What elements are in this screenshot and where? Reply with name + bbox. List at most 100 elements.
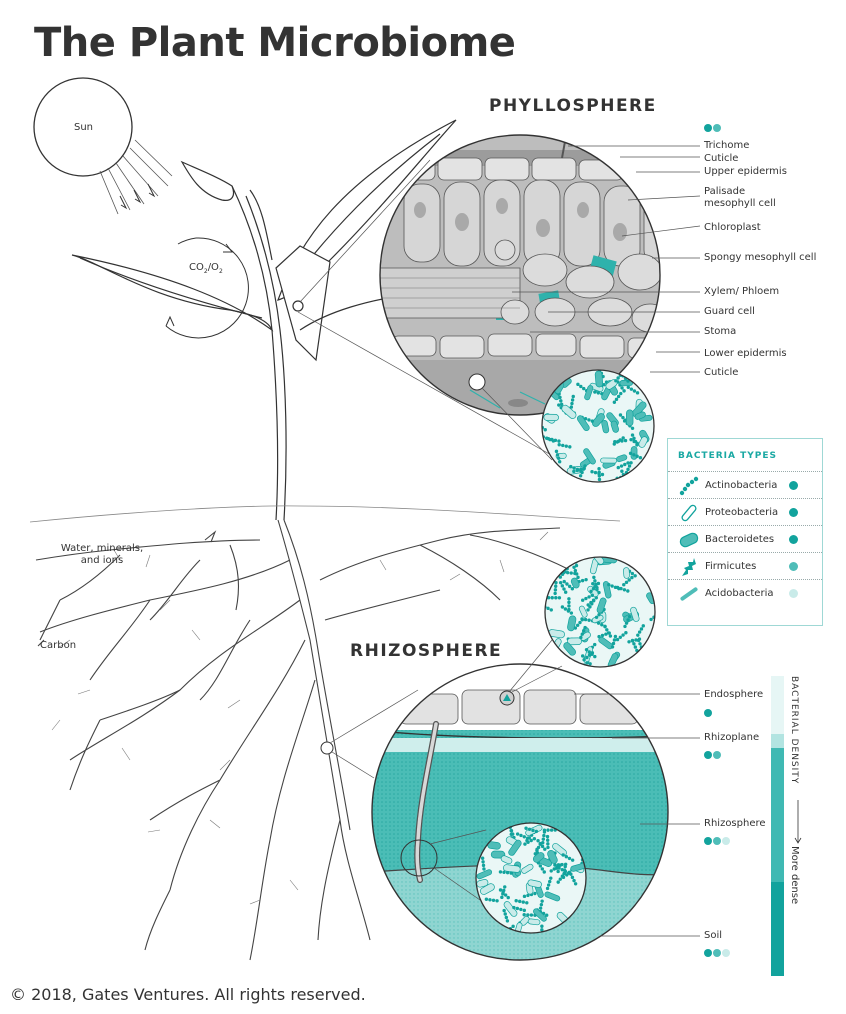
bacterium-chain-link bbox=[632, 453, 636, 457]
bacterium-chain-link bbox=[560, 605, 565, 609]
bacterium-chain-link bbox=[575, 468, 580, 473]
bacterium-chain-link bbox=[621, 633, 625, 637]
bacterium-chain-link bbox=[593, 579, 597, 583]
bacterium-chain-link bbox=[632, 436, 636, 441]
bacterium-chain-link bbox=[592, 599, 596, 603]
bacterium-chain-link bbox=[554, 596, 558, 600]
legend-name: Acidobacteria bbox=[705, 588, 774, 599]
bacterium-chain-link bbox=[560, 868, 564, 872]
bacterium-chain-link bbox=[637, 630, 642, 634]
bacterium-chain-link bbox=[630, 426, 635, 430]
bacterium-chain-link bbox=[629, 387, 634, 391]
bacterium-chain-link bbox=[551, 439, 556, 443]
bacterium-chain-link bbox=[518, 899, 522, 904]
rhizosphere-leader-lines bbox=[574, 693, 700, 937]
bacterium-chain-link bbox=[597, 466, 601, 471]
bacterium-chain-link bbox=[553, 863, 557, 867]
bacterium-chain-link bbox=[560, 874, 565, 878]
bacterium-chain-link bbox=[577, 668, 580, 671]
bacterium-chain-link bbox=[593, 654, 597, 659]
rod-bacteria-icon bbox=[681, 504, 697, 522]
bacterium-chain-link bbox=[626, 618, 630, 622]
bacterium-chain-link bbox=[560, 572, 565, 577]
bacterium-chain-link bbox=[545, 886, 550, 891]
bacterium-chain-link bbox=[607, 583, 611, 587]
bacterium bbox=[638, 436, 648, 448]
bacterium-chain-link bbox=[637, 637, 642, 641]
density-dot bbox=[713, 949, 721, 957]
bacterium-chain-link bbox=[563, 607, 568, 611]
bacterium-chain-link bbox=[570, 401, 574, 406]
gas-exchange-label: CO2/O2 bbox=[189, 262, 223, 278]
bacterium bbox=[576, 415, 590, 432]
label-palisade-mesophyll: Palisade mesophyll cell bbox=[704, 186, 776, 209]
bacterium-chain-link bbox=[558, 575, 563, 579]
bacterium-chain-link bbox=[514, 898, 518, 903]
bacterium-chain-link bbox=[543, 847, 547, 851]
bacterium-chain-link bbox=[607, 631, 611, 635]
bacterium-chain-link bbox=[562, 587, 566, 591]
bacterium-chain-link bbox=[586, 608, 590, 612]
label-cuticle-lower: Cuticle bbox=[704, 367, 739, 378]
legend-row-acidobacteria: Acidobacteria bbox=[668, 579, 822, 607]
bacterium-chain-link bbox=[634, 638, 638, 642]
bacterium-chain-link bbox=[590, 469, 594, 474]
bacterium-chain-link bbox=[614, 379, 618, 383]
bacterium-chain-link bbox=[590, 419, 595, 423]
bacterium-chain-link bbox=[570, 875, 575, 880]
bacterium-chain-link bbox=[588, 605, 592, 609]
bacterium-chain-link bbox=[565, 582, 569, 586]
bacterium-chain-link bbox=[524, 826, 528, 830]
bacterium-chain-link bbox=[540, 867, 545, 871]
density-segment bbox=[771, 676, 784, 734]
bacterium-chain-link bbox=[506, 895, 510, 900]
bacterium-chain-link bbox=[560, 862, 564, 867]
bacterium-chain-link bbox=[633, 645, 638, 649]
bacterium-chain-link bbox=[618, 438, 622, 442]
bacterium-chain-link bbox=[559, 402, 564, 407]
bacterium-chain-link bbox=[615, 637, 620, 642]
bacterium-chain-link bbox=[563, 869, 568, 874]
bacterium-chain-link bbox=[621, 415, 625, 420]
bacterium-chain-link bbox=[503, 893, 508, 897]
bacterium-chain-link bbox=[587, 650, 591, 654]
label-rhizosphere-zone: Rhizosphere bbox=[704, 818, 766, 829]
density-dot bbox=[704, 949, 712, 957]
bacterium-chain-link bbox=[580, 578, 585, 583]
bacterium bbox=[563, 642, 576, 656]
bacterium-chain-link bbox=[554, 580, 558, 585]
bacterium bbox=[570, 862, 586, 872]
bacterium-chain-link bbox=[548, 879, 552, 884]
bacterium-chain-link bbox=[610, 584, 614, 588]
bacterium-chain-link bbox=[588, 662, 592, 666]
bacterium-chain-link bbox=[522, 894, 527, 899]
bacterium-chain-link bbox=[635, 454, 639, 458]
bacterium-chain-link bbox=[553, 584, 558, 588]
bacterium-chain-link bbox=[567, 584, 572, 589]
bacterium-chain-link bbox=[624, 580, 629, 585]
bacterium-chain-link bbox=[484, 897, 489, 901]
bacterium-chain-link bbox=[527, 836, 531, 840]
bacterium-chain-link bbox=[546, 606, 550, 611]
bacterium-chain-link bbox=[538, 864, 543, 868]
bacterium-chain-link bbox=[579, 467, 583, 472]
bacterium-chain-link bbox=[613, 634, 618, 639]
phyllosphere-bacteria-zoom bbox=[541, 369, 655, 483]
bacterium bbox=[602, 581, 612, 599]
bacterium-chain-link bbox=[622, 389, 626, 393]
bacterium-chain-link bbox=[576, 575, 580, 580]
bacterium-chain-link bbox=[617, 586, 621, 591]
gas-co: CO bbox=[189, 262, 204, 273]
bacterium-chain-link bbox=[569, 405, 574, 409]
bacterium-chain-link bbox=[553, 591, 557, 596]
bacterium bbox=[594, 370, 604, 388]
label-upper-epidermis: Upper epidermis bbox=[704, 166, 787, 177]
bacterium-chain-link bbox=[545, 834, 550, 839]
bacterium-chain-link bbox=[639, 627, 644, 631]
bacterium-chain-link bbox=[564, 854, 569, 859]
bacterium-chain-link bbox=[649, 617, 653, 622]
bacterium-chain-link bbox=[569, 611, 574, 615]
bacterium bbox=[533, 908, 547, 922]
thin-rod-bacteria-icon bbox=[680, 587, 698, 601]
bacterium-chain-link bbox=[555, 453, 560, 457]
